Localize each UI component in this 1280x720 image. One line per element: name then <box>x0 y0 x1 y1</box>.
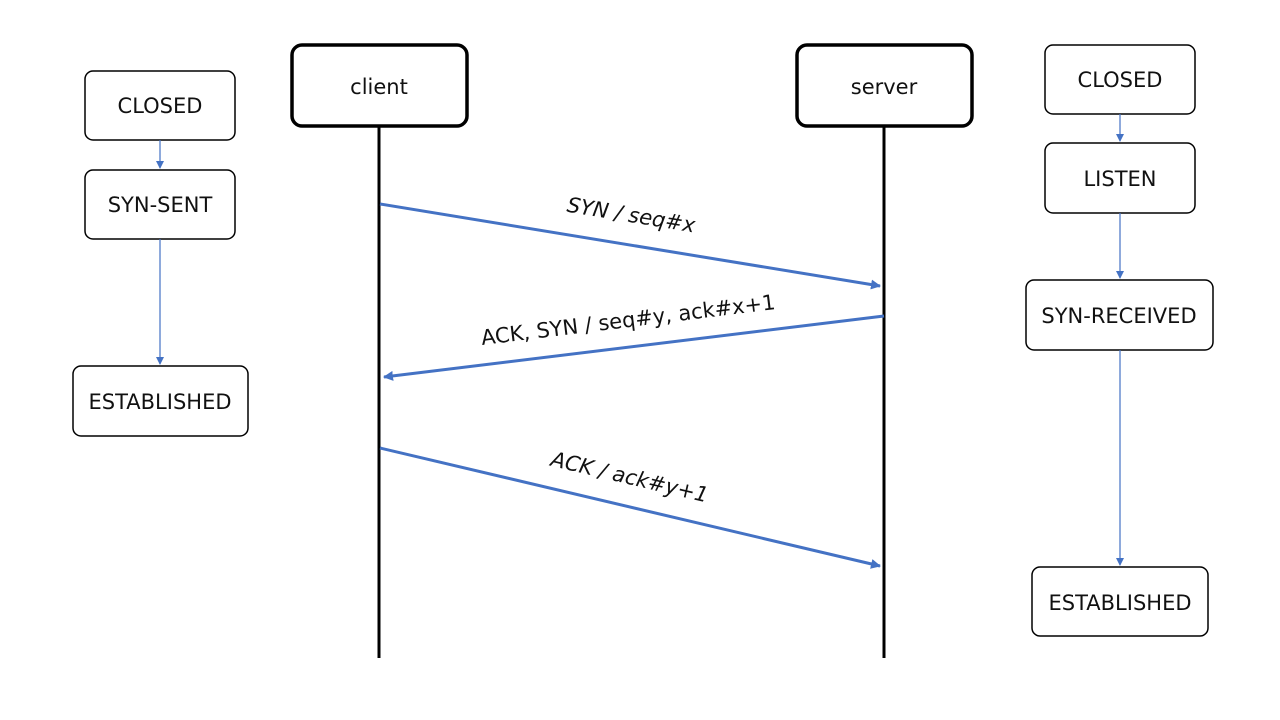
ack-syn-message-label: ACK, SYN / seq#y, ack#x+1 <box>480 290 777 350</box>
ack-message-arrow <box>379 446 881 569</box>
server-state-established-label: ESTABLISHED <box>1048 591 1191 615</box>
client-state-syn-sent-label: SYN-SENT <box>108 193 213 217</box>
syn-message-label: SYN / seq#x <box>565 193 697 238</box>
server-state-syn-received: SYN-RECEIVED <box>1025 279 1214 351</box>
client-state-established-label: ESTABLISHED <box>88 390 231 414</box>
client-state-established: ESTABLISHED <box>72 365 249 437</box>
server-state-closed-label: CLOSED <box>1078 68 1163 92</box>
server-state-established: ESTABLISHED <box>1031 566 1209 637</box>
ack-syn-message-arrow <box>383 314 885 381</box>
client-actor: client <box>290 43 469 128</box>
server-state-listen-label: LISTEN <box>1083 167 1156 191</box>
client-state-closed: CLOSED <box>84 70 236 141</box>
server-label: server <box>851 75 918 99</box>
client-state-closed-label: CLOSED <box>118 94 203 118</box>
client-label: client <box>350 75 408 99</box>
syn-message-arrow <box>379 202 881 290</box>
server-actor: server <box>795 43 974 128</box>
server-state-closed: CLOSED <box>1044 44 1196 115</box>
client-state-syn-sent: SYN-SENT <box>84 169 236 240</box>
ack-message-label: ACK / ack#y+1 <box>547 447 711 508</box>
server-state-syn-received-label: SYN-RECEIVED <box>1041 304 1196 328</box>
server-state-listen: LISTEN <box>1044 142 1196 214</box>
